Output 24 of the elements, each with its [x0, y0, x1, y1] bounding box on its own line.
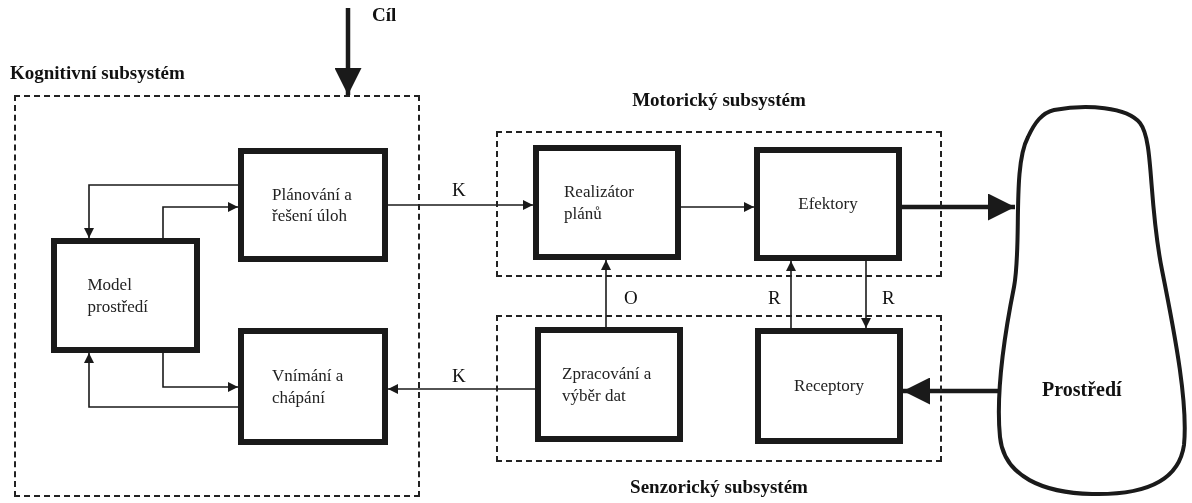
arrow — [786, 260, 796, 329]
arrow — [861, 260, 871, 329]
arrow — [162, 202, 239, 239]
process-box: Zpracování a výběr dat — [535, 327, 683, 442]
arrow — [162, 352, 239, 392]
arrow — [680, 202, 755, 212]
process-box: Efektory — [754, 147, 902, 261]
process-box: Plánování a řešení úloh — [238, 148, 388, 262]
group-heading: Motorický subsystém — [632, 89, 806, 111]
group-heading: Senzorický subsystém — [630, 476, 808, 498]
goal-label: Cíl — [372, 4, 397, 26]
arrow — [902, 193, 1015, 221]
arrow — [601, 259, 611, 328]
process-box: Model prostředí — [51, 238, 200, 353]
environment-label: Prostředí — [1042, 378, 1122, 401]
arrow — [387, 384, 536, 394]
arrow — [84, 352, 239, 408]
arrow — [387, 200, 534, 210]
process-box: Vnímání a chápání — [238, 328, 388, 445]
process-box: Receptory — [755, 328, 903, 444]
arrow — [334, 8, 362, 95]
process-box: Realizátor plánů — [533, 145, 681, 260]
arrow — [84, 184, 239, 239]
group-heading: Kognitivní subsystém — [10, 62, 185, 84]
